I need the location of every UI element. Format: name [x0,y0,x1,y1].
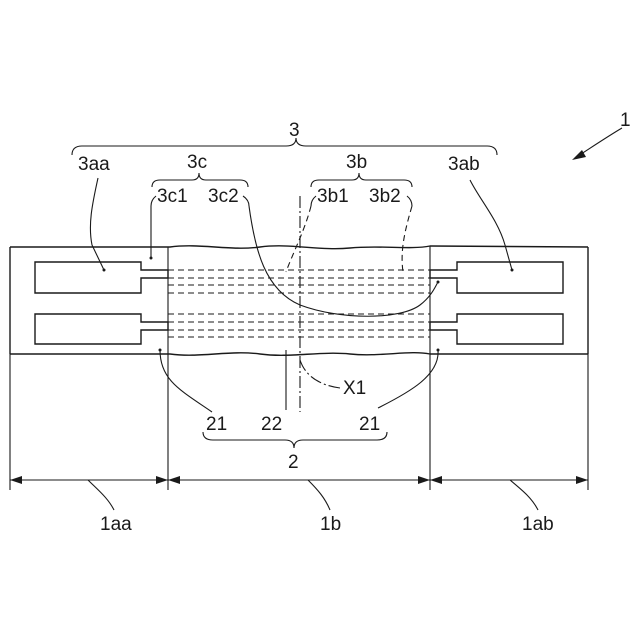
label-2: 2 [288,452,299,473]
label-1: 1 [620,110,631,131]
brace-3c [152,173,248,187]
label-3aa: 3aa [78,154,110,175]
label-21-left: 21 [206,414,227,435]
label-3ab: 3ab [448,154,480,175]
brace-3b2 [407,196,412,206]
label-3b2: 3b2 [369,186,401,207]
leader-lines [90,178,512,412]
label-1b: 1b [320,514,341,535]
label-x1: X1 [343,378,366,399]
right-pad-top [430,262,563,293]
label-3c1: 3c1 [157,186,188,207]
brace-3b1 [311,196,316,206]
label-1aa: 1aa [100,514,132,535]
brace-3b [311,173,412,187]
label-3b: 3b [346,152,367,173]
label-3: 3 [289,120,300,141]
label-1ab: 1ab [522,514,554,535]
dimension-arrows [10,476,588,510]
label-3c2: 3c2 [208,186,239,207]
label-22: 22 [261,414,282,435]
brace-3c1 [151,196,156,258]
dashed-conductors [168,270,430,337]
brace-3c2 [243,196,249,206]
label-21-right: 21 [359,414,380,435]
assembly-arrow [572,128,622,160]
right-pad-bottom [430,314,563,344]
label-3b1: 3b1 [317,186,349,207]
brace-3 [72,138,497,155]
left-pad-top [35,262,168,293]
left-pad-bottom [35,314,168,344]
label-3c: 3c [187,152,207,173]
